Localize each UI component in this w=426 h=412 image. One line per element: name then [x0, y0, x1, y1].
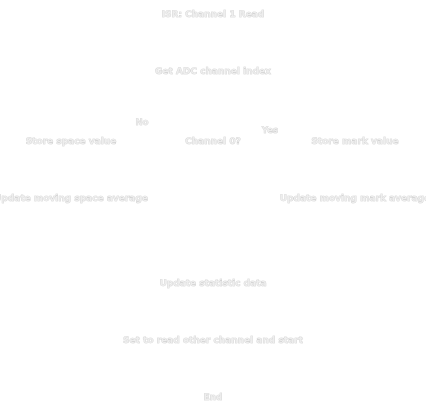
- edge-label-yes: Yes: [261, 126, 278, 136]
- node-store-mark-value: Store mark value: [311, 137, 398, 147]
- edge-label-no: No: [136, 118, 149, 128]
- node-get-adc-index: Get ADC channel index: [155, 67, 271, 77]
- node-update-mark-average: Update moving mark average: [280, 194, 426, 204]
- node-channel-decision: Channel 0?: [185, 137, 241, 147]
- node-end: End: [204, 393, 223, 403]
- node-isr: ISR: Channel 1 Read: [162, 10, 265, 20]
- node-store-space-value: Store space value: [26, 137, 117, 147]
- node-update-statistic-data: Update statistic data: [159, 279, 266, 289]
- node-set-read-other-channel: Set to read other channel and start: [123, 336, 304, 346]
- node-update-space-average: Update moving space average: [0, 194, 148, 204]
